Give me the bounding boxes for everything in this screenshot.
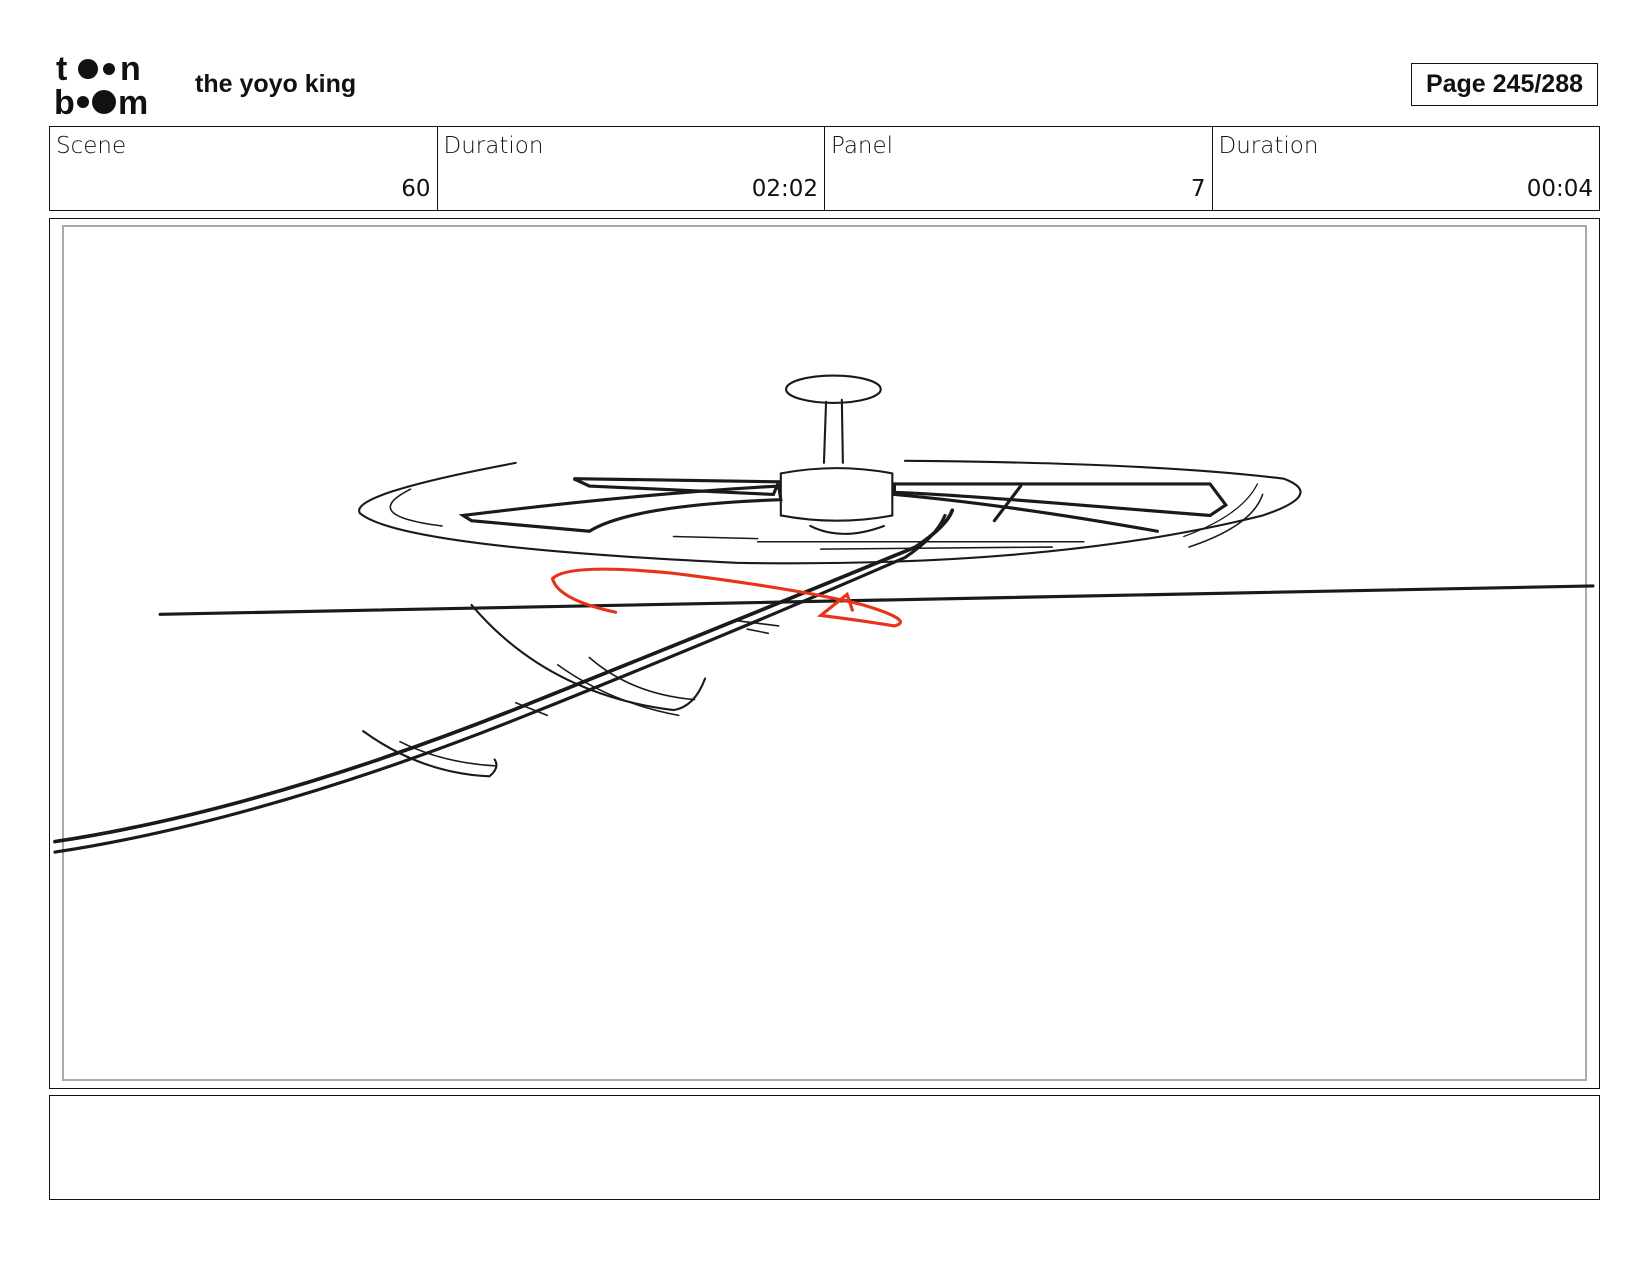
svg-text:m: m <box>118 84 148 118</box>
page-number: Page 245/288 <box>1411 63 1598 106</box>
svg-text:b: b <box>54 84 75 118</box>
panel-image-frame <box>49 218 1600 1089</box>
notes-box <box>49 1095 1600 1200</box>
scene-duration-label: Duration <box>443 133 544 159</box>
safe-area-frame <box>62 225 1587 1081</box>
panel-info-table: Scene 60 Duration 02:02 Panel 7 Duration 00:… <box>49 126 1600 211</box>
scene-cell: Scene 60 <box>50 127 438 210</box>
scene-label: Scene <box>56 133 127 159</box>
toon-boom-logo: t n b m <box>54 52 148 118</box>
svg-text:t: t <box>56 52 67 88</box>
panel-cell: Panel 7 <box>825 127 1213 210</box>
panel-duration-cell: Duration 00:04 <box>1213 127 1600 210</box>
scene-duration-value: 02:02 <box>751 176 818 202</box>
panel-label: Panel <box>831 133 894 159</box>
scene-duration-cell: Duration 02:02 <box>438 127 825 210</box>
panel-duration-value: 00:04 <box>1526 176 1593 202</box>
svg-text:n: n <box>120 52 141 88</box>
panel-value: 7 <box>1190 176 1206 202</box>
panel-duration-label: Duration <box>1218 133 1319 159</box>
project-title: the yoyo king <box>195 70 357 98</box>
scene-value: 60 <box>401 176 431 202</box>
